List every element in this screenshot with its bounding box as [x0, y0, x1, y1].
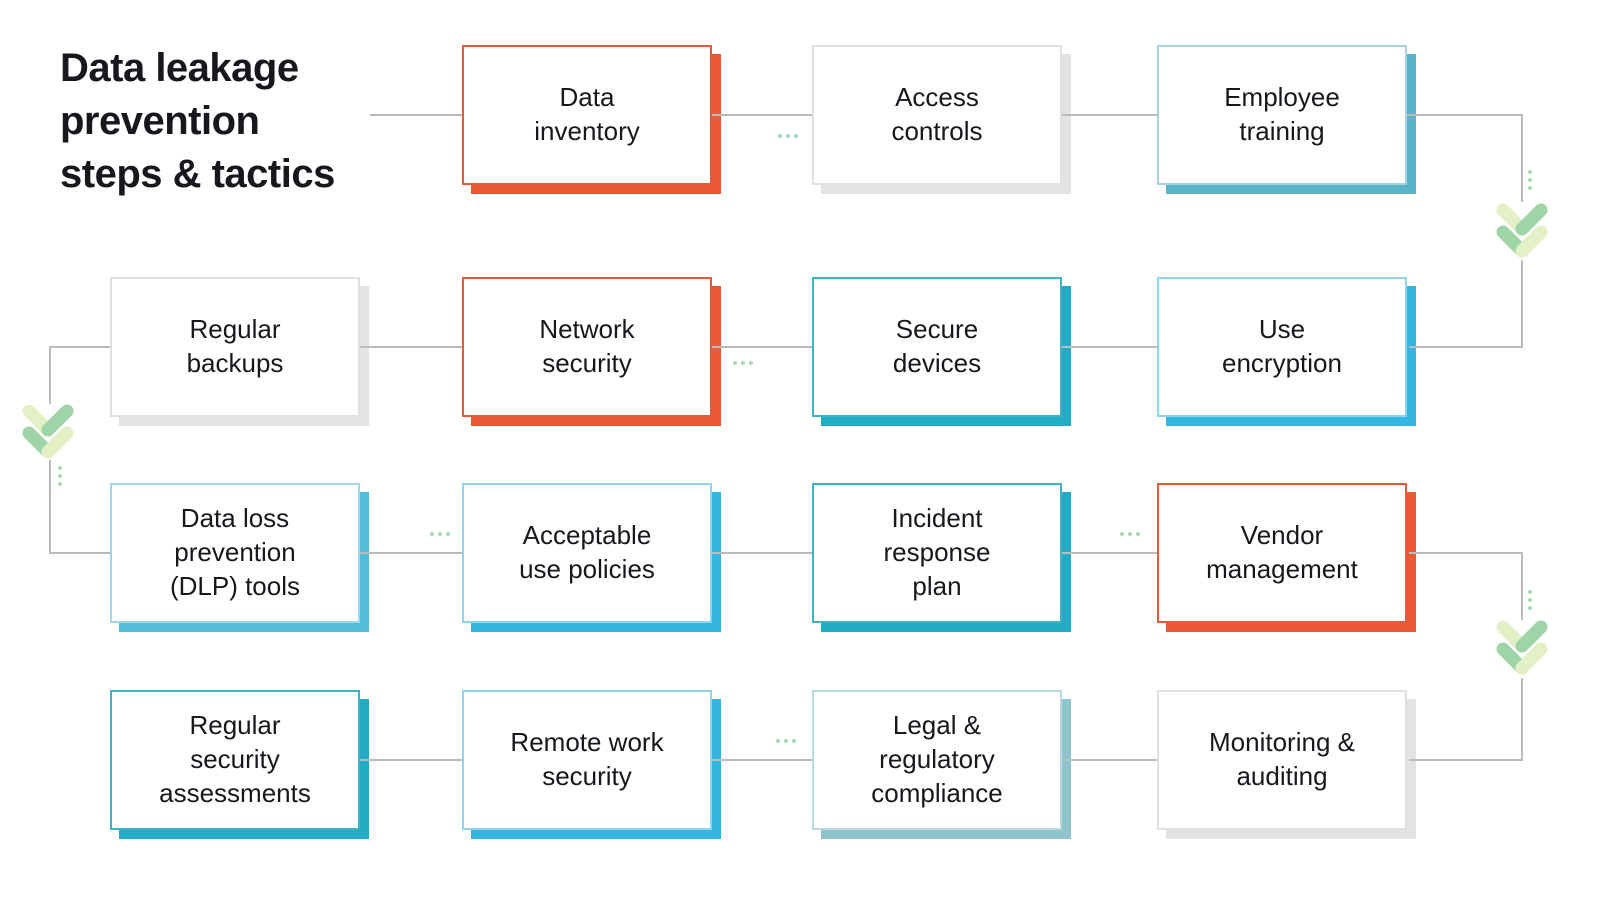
ellipsis-dots-icon [776, 739, 780, 743]
ellipsis-dots-icon [1120, 532, 1124, 536]
connector-line [1521, 552, 1523, 620]
connector-line [712, 552, 812, 554]
node-monitoring-auditing: Monitoring & auditing [1157, 690, 1407, 830]
connector-line [360, 759, 462, 761]
double-chevron-down-icon [22, 404, 74, 459]
node-network-security: Network security [462, 277, 712, 417]
double-chevron-down-icon [1496, 620, 1548, 675]
node-label: Network security [539, 314, 635, 378]
node-label: Acceptable use policies [519, 520, 655, 584]
double-chevron-down-icon [1494, 618, 1550, 680]
connector-line [1409, 346, 1523, 348]
connector-line [1062, 552, 1157, 554]
node-label: Data loss prevention (DLP) tools [169, 503, 301, 601]
node-access-controls: Access controls [812, 45, 1062, 185]
ellipsis-dots-icon [733, 361, 737, 365]
connector-line [1062, 346, 1157, 348]
connector-line [1521, 114, 1523, 202]
double-chevron-down-icon [20, 402, 76, 464]
node-label: Use encryption [1222, 314, 1342, 378]
node-label: Secure devices [892, 314, 982, 378]
node-label: Employee training [1224, 82, 1340, 146]
connector-line [49, 346, 110, 348]
ellipsis-dots-icon [430, 532, 434, 536]
ellipsis-dots-icon [778, 134, 782, 138]
node-legal-regulatory-compliance: Legal & regulatory compliance [812, 690, 1062, 830]
node-regular-backups: Regular backups [110, 277, 360, 417]
ellipsis-dots-icon [1528, 590, 1532, 594]
node-employee-training: Employee training [1157, 45, 1407, 185]
node-label: Regular backups [186, 314, 284, 378]
connector-line [370, 114, 462, 116]
connector-line [712, 114, 812, 116]
node-label: Regular security assessments [159, 710, 311, 808]
connector-line [49, 460, 51, 554]
double-chevron-down-icon [1494, 201, 1550, 263]
node-label: Monitoring & auditing [1209, 727, 1355, 791]
ellipsis-dots-icon [58, 466, 62, 470]
node-secure-devices: Secure devices [812, 277, 1062, 417]
connector-line [712, 759, 812, 761]
node-data-inventory: Data inventory [462, 45, 712, 185]
node-acceptable-use-policies: Acceptable use policies [462, 483, 712, 623]
connector-line [1062, 759, 1157, 761]
page-title: Data leakage prevention steps & tactics [60, 46, 335, 197]
node-label: Data inventory [534, 82, 640, 146]
node-vendor-management: Vendor management [1157, 483, 1407, 623]
node-label: Incident response plan [883, 503, 991, 601]
node-remote-work-security: Remote work security [462, 690, 712, 830]
node-regular-security-assessments: Regular security assessments [110, 690, 360, 830]
connector-line [49, 346, 51, 404]
connector-line [1409, 759, 1523, 761]
double-chevron-down-icon [1496, 203, 1548, 258]
node-dlp-tools: Data loss prevention (DLP) tools [110, 483, 360, 623]
node-label: Vendor management [1206, 520, 1358, 584]
connector-line [712, 346, 812, 348]
connector-line [360, 346, 462, 348]
connector-line [1409, 552, 1523, 554]
connector-line [1062, 114, 1157, 116]
node-use-encryption: Use encryption [1157, 277, 1407, 417]
connector-line [1521, 260, 1523, 348]
node-label: Remote work security [510, 727, 664, 791]
node-incident-response-plan: Incident response plan [812, 483, 1062, 623]
connector-line [1407, 114, 1523, 116]
node-label: Legal & regulatory compliance [871, 710, 1003, 808]
node-label: Access controls [891, 82, 983, 146]
ellipsis-dots-icon [1528, 170, 1532, 174]
connector-line [360, 552, 462, 554]
connector-line [1521, 678, 1523, 761]
connector-line [49, 552, 110, 554]
